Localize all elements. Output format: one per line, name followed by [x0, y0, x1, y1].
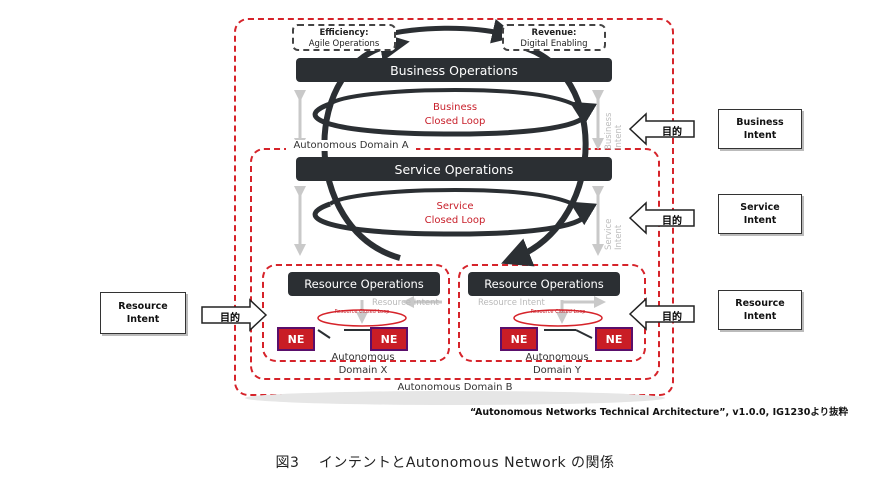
- ne-block-y2: NE: [595, 327, 633, 351]
- service-intent-arrow-label: 目的: [662, 216, 682, 227]
- ne-block-x1: NE: [277, 327, 315, 351]
- service-operations-bar: Service Operations: [296, 157, 612, 181]
- domain-y-label: Autonomous Domain Y: [512, 351, 602, 377]
- business-loop-line2: Closed Loop: [424, 116, 486, 127]
- resource-intent-arrow-left: [201, 298, 268, 332]
- efficiency-kpi-title: Efficiency:: [319, 28, 369, 38]
- service-loop-line2: Closed Loop: [424, 215, 486, 226]
- business-intent-vertical-label: Business Intent: [604, 112, 624, 150]
- service-intent-line1: Service: [740, 202, 780, 213]
- resource-loop-label-x: Resource Closed Loop: [334, 309, 390, 315]
- service-loop-line1: Service: [436, 201, 474, 212]
- resource-intent-arrow-right-label: 目的: [662, 312, 682, 323]
- business-intent-line2: Intent: [743, 130, 777, 141]
- resource-intent-right-line2: Intent: [743, 311, 777, 322]
- domain-x-line1: Autonomous: [331, 352, 395, 363]
- autonomous-domain-b: [250, 148, 660, 380]
- figure-caption: 図3 インテントとAutonomous Network の関係: [275, 455, 615, 471]
- domain-x-line2: Domain X: [338, 365, 388, 376]
- business-closed-loop-label: Business Closed Loop: [405, 101, 505, 129]
- service-closed-loop-label: Service Closed Loop: [405, 200, 505, 228]
- resource-loop-label-y: Resource Closed Loop: [530, 309, 586, 315]
- business-intent-note: Business Intent: [718, 109, 802, 149]
- resource-intent-note-left: Resource Intent: [100, 292, 186, 334]
- resource-intent-arrow-right: [628, 297, 695, 331]
- resource-intent-arrow-left-label: 目的: [220, 313, 240, 324]
- efficiency-kpi-subtitle: Agile Operations: [308, 39, 380, 49]
- business-loop-line1: Business: [432, 102, 478, 113]
- domain-y-line2: Domain Y: [532, 365, 582, 376]
- business-intent-arrow: [628, 112, 695, 146]
- domain-b-label: Autonomous Domain B: [397, 382, 513, 393]
- business-operations-bar: Business Operations: [296, 58, 612, 82]
- source-citation: “Autonomous Networks Technical Architect…: [470, 407, 849, 418]
- revenue-kpi-title: Revenue:: [531, 28, 577, 38]
- resource-operations-bar-x: Resource Operations: [288, 272, 440, 296]
- resource-intent-left-line1: Resource: [118, 301, 168, 312]
- resource-intent-right-line1: Resource: [735, 298, 785, 309]
- revenue-kpi-subtitle: Digital Enabling: [520, 39, 588, 49]
- service-intent-line2: Intent: [743, 215, 777, 226]
- business-intent-arrow-label: 目的: [662, 127, 682, 138]
- resource-intent-label-y: Resource Intent: [478, 298, 545, 308]
- architecture-diagram: Efficiency: Agile Operations Revenue: Di…: [100, 18, 802, 405]
- domain-x-label: Autonomous Domain X: [318, 351, 408, 377]
- business-intent-line1: Business: [736, 117, 784, 128]
- resource-operations-bar-y: Resource Operations: [468, 272, 620, 296]
- ne-block-x2: NE: [370, 327, 408, 351]
- ne-block-y1: NE: [500, 327, 538, 351]
- resource-intent-left-line2: Intent: [126, 314, 160, 325]
- service-loop-ellipse: [312, 187, 598, 237]
- service-intent-vertical-label: Service Intent: [604, 218, 624, 250]
- efficiency-kpi-box: Efficiency: Agile Operations: [292, 24, 396, 51]
- service-intent-note: Service Intent: [718, 194, 802, 234]
- business-loop-ellipse: [312, 87, 598, 137]
- service-intent-arrow: [628, 201, 695, 235]
- resource-intent-note-right: Resource Intent: [718, 290, 802, 330]
- domain-y-line1: Autonomous: [525, 352, 589, 363]
- resource-intent-label-x: Resource Intent: [372, 298, 439, 308]
- revenue-kpi-box: Revenue: Digital Enabling: [502, 24, 606, 51]
- closed-loop-graphics: [245, 19, 665, 405]
- domain-a-label: Autonomous Domain A: [286, 140, 416, 151]
